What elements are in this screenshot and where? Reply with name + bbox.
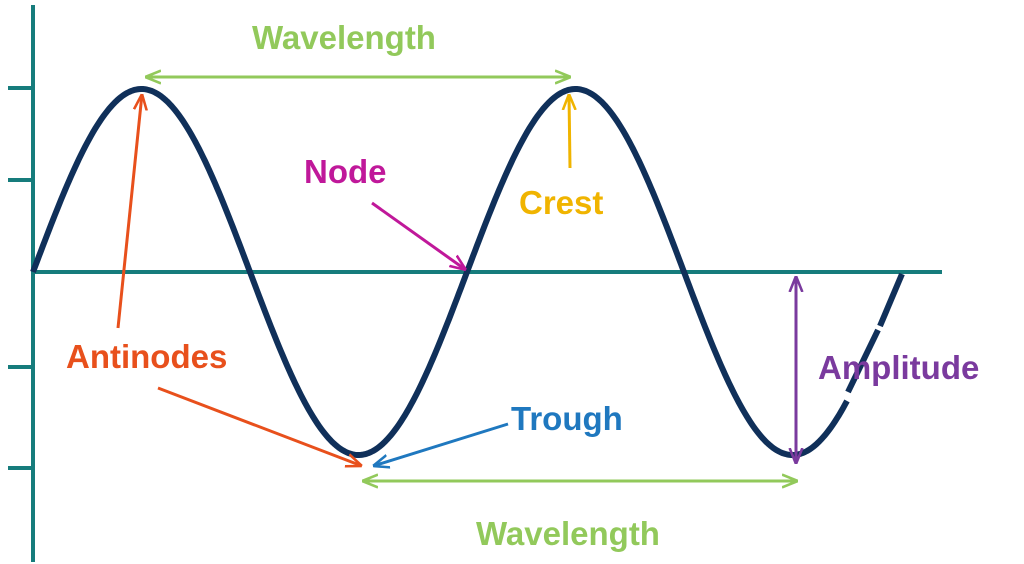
node-label: Node xyxy=(304,153,387,190)
crest-label: Crest xyxy=(519,184,603,221)
trough-arrow xyxy=(373,422,509,466)
node-arrow xyxy=(371,201,466,270)
wavelength-top-label: Wavelength xyxy=(252,19,436,56)
antinodes-arrow-trough xyxy=(157,386,362,466)
amplitude-label: Amplitude xyxy=(818,349,979,386)
trough-label: Trough xyxy=(511,400,623,437)
crest-arrow xyxy=(569,94,570,169)
sine-wave-tail xyxy=(845,328,881,394)
antinodes-label: Antinodes xyxy=(66,338,227,375)
antinodes-arrow-crest xyxy=(116,94,142,329)
wavelength-bottom-label: Wavelength xyxy=(476,515,660,552)
axes xyxy=(8,5,942,562)
sine-wave-tail xyxy=(877,272,905,328)
sine-wave xyxy=(30,86,850,458)
